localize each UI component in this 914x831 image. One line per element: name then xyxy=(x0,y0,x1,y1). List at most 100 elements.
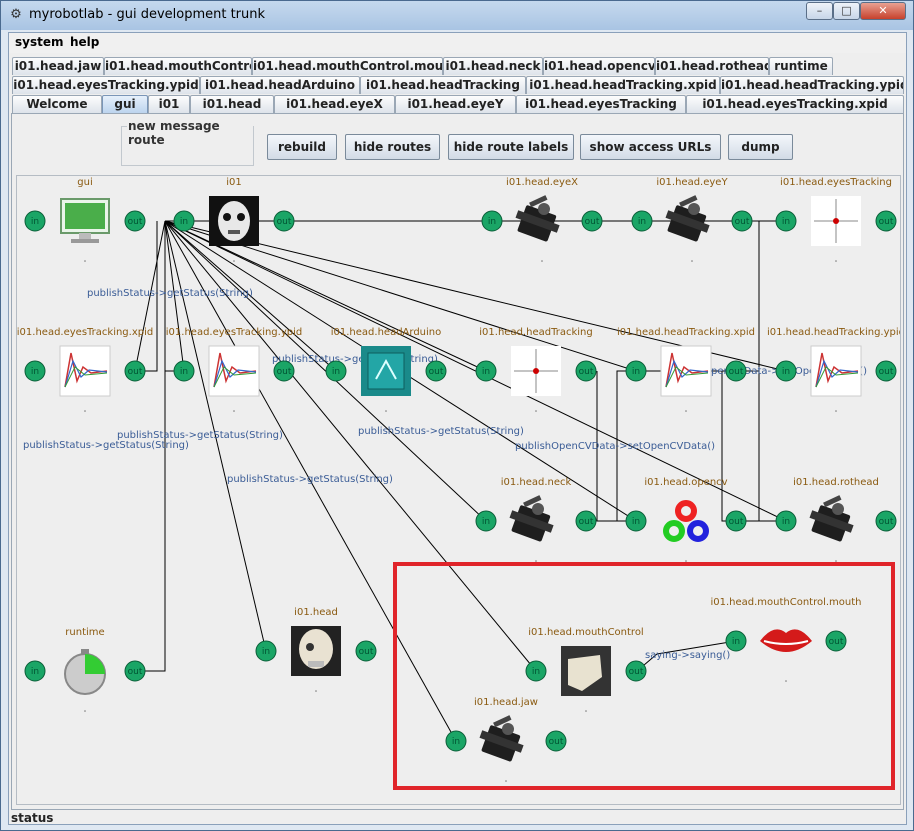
out-port[interactable] xyxy=(575,510,597,532)
node-title: i01.head.rothead xyxy=(793,477,879,488)
node-title: i01.head.eyeX xyxy=(506,177,578,188)
out-port[interactable] xyxy=(725,510,747,532)
title-bar[interactable]: ⚙ myrobotlab - gui development trunk – □… xyxy=(1,1,913,30)
out-port[interactable] xyxy=(124,210,146,232)
tab-welcome[interactable]: Welcome xyxy=(12,95,102,113)
in-port[interactable] xyxy=(625,510,647,532)
in-port[interactable] xyxy=(24,210,46,232)
in-port[interactable] xyxy=(255,640,277,662)
out-port[interactable] xyxy=(875,360,897,382)
tab-i01-head-eyestracking-ypid[interactable]: i01.head.eyesTracking.ypid xyxy=(12,76,200,94)
tab-i01-head-eyey[interactable]: i01.head.eyeY xyxy=(395,95,516,113)
out-port[interactable] xyxy=(875,210,897,232)
in-port[interactable] xyxy=(24,360,46,382)
maximize-button[interactable]: □ xyxy=(833,2,860,20)
tab-i01-head-headtracking-xpid[interactable]: i01.head.headTracking.xpid xyxy=(526,76,720,94)
tab-i01-head-eyex[interactable]: i01.head.eyeX xyxy=(274,95,395,113)
tab-i01-head[interactable]: i01.head xyxy=(190,95,274,113)
in-port-label: in xyxy=(180,367,188,377)
tab-i01-head-rothead[interactable]: i01.head.rothead xyxy=(655,57,769,75)
out-port[interactable] xyxy=(731,210,753,232)
tab-i01-head-headtracking-ypid[interactable]: i01.head.headTracking.ypid xyxy=(720,76,904,94)
out-port[interactable] xyxy=(875,510,897,532)
show-access-urls-button[interactable]: show access URLs xyxy=(580,134,721,160)
tab-i01-head-neck[interactable]: i01.head.neck xyxy=(443,57,543,75)
out-port[interactable] xyxy=(355,640,377,662)
in-port[interactable] xyxy=(481,210,503,232)
out-port-label: out xyxy=(879,367,894,377)
service-graph[interactable]: publishStatus->getStatus(String)publishO… xyxy=(16,175,901,805)
out-port[interactable] xyxy=(625,660,647,682)
in-port[interactable] xyxy=(631,210,653,232)
minimize-button[interactable]: – xyxy=(806,2,833,20)
out-port[interactable] xyxy=(124,660,146,682)
in-port[interactable] xyxy=(173,210,195,232)
in-port[interactable] xyxy=(475,360,497,382)
tab-i01[interactable]: i01 xyxy=(148,95,190,113)
in-port[interactable] xyxy=(325,360,347,382)
out-port[interactable] xyxy=(575,360,597,382)
tab-runtime[interactable]: runtime xyxy=(769,57,833,75)
graph-canvas[interactable]: publishStatus->getStatus(String)publishO… xyxy=(17,176,900,804)
out-port[interactable] xyxy=(725,360,747,382)
in-port[interactable] xyxy=(725,630,747,652)
node-marker xyxy=(585,710,587,712)
out-port[interactable] xyxy=(273,210,295,232)
out-port[interactable] xyxy=(273,360,295,382)
out-port[interactable] xyxy=(124,360,146,382)
in-port[interactable] xyxy=(775,360,797,382)
pid-graph-icon xyxy=(810,345,862,397)
hide-routes-button[interactable]: hide routes xyxy=(345,134,440,160)
in-port[interactable] xyxy=(525,660,547,682)
out-port[interactable] xyxy=(825,630,847,652)
in-port[interactable] xyxy=(445,730,467,752)
tab-i01-head-headarduino[interactable]: i01.head.headArduino xyxy=(200,76,360,94)
menu-system[interactable]: system xyxy=(15,35,64,49)
tab-i01-head-mouthcontrol[interactable]: i01.head.mouthControl xyxy=(104,57,252,75)
node-title: i01.head.mouthControl xyxy=(528,627,643,638)
out-port[interactable] xyxy=(425,360,447,382)
out-port[interactable] xyxy=(581,210,603,232)
menu-help[interactable]: help xyxy=(70,35,100,49)
tab-i01-head-eyestracking-xpid[interactable]: i01.head.eyesTracking.xpid xyxy=(686,95,904,113)
tab-i01-head-mouthcontrol-mouth[interactable]: i01.head.mouthControl.mouth xyxy=(252,57,443,75)
in-port[interactable] xyxy=(775,210,797,232)
tab-gui[interactable]: gui xyxy=(102,95,148,113)
in-port[interactable] xyxy=(475,510,497,532)
tab-i01-head-headtracking[interactable]: i01.head.headTracking xyxy=(360,76,526,94)
in-port[interactable] xyxy=(625,360,647,382)
in-port[interactable] xyxy=(775,510,797,532)
out-port-label: out xyxy=(359,647,374,657)
dump-button[interactable]: dump xyxy=(728,134,793,160)
close-button[interactable]: ✕ xyxy=(860,2,906,20)
node-marker xyxy=(535,410,537,412)
tab-i01-head-eyestracking[interactable]: i01.head.eyesTracking xyxy=(516,95,686,113)
rebuild-button[interactable]: rebuild xyxy=(267,134,337,160)
out-port[interactable] xyxy=(545,730,567,752)
tab-i01-head-jaw[interactable]: i01.head.jaw xyxy=(12,57,104,75)
in-port[interactable] xyxy=(24,660,46,682)
tab-i01-head-opencv[interactable]: i01.head.opencv xyxy=(543,57,655,75)
in-port[interactable] xyxy=(173,360,195,382)
hide-route-labels-button[interactable]: hide route labels xyxy=(448,134,574,160)
node-title: runtime xyxy=(65,627,104,638)
